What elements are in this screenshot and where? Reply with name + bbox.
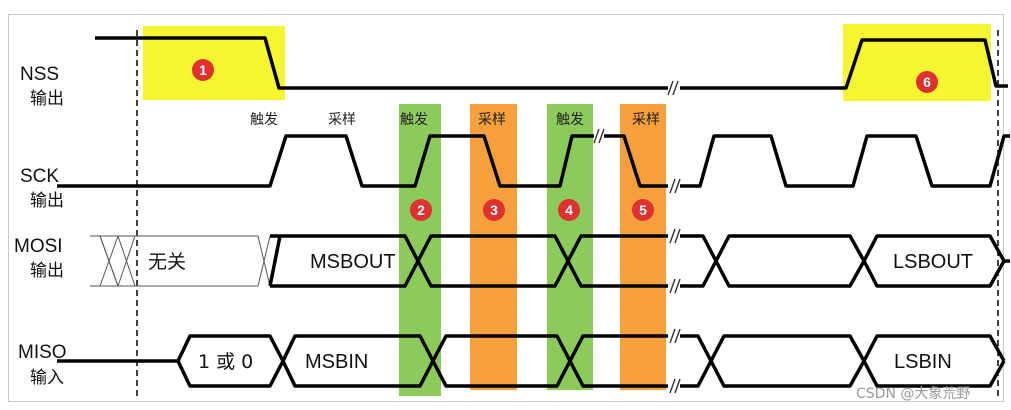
nss-label: NSS xyxy=(20,64,59,85)
step-badge-5: 5 xyxy=(632,199,654,221)
mosi-first-bit: MSBOUT xyxy=(310,251,396,273)
svg-text:3: 3 xyxy=(490,202,498,218)
sample-label-1: 采样 xyxy=(328,112,356,128)
svg-text:6: 6 xyxy=(923,74,931,90)
miso-bus xyxy=(57,328,1006,394)
miso-first-bit: MSBIN xyxy=(305,351,368,373)
sck-break-mark-1 xyxy=(593,128,605,144)
nss-break-mark xyxy=(667,80,679,96)
mosi-dontcare-text: 无关 xyxy=(148,251,186,273)
miso-label: MISO xyxy=(18,342,67,363)
trigger-label-1: 触发 xyxy=(250,112,278,128)
svg-text:4: 4 xyxy=(565,202,573,218)
sample-label-3: 采样 xyxy=(632,112,660,128)
miso-first-state: 1 或 0 xyxy=(198,351,253,373)
svg-text:5: 5 xyxy=(639,202,647,218)
step-badge-2: 2 xyxy=(410,199,432,221)
miso-last-bit: LSBIN xyxy=(894,351,952,373)
svg-text:1: 1 xyxy=(199,62,207,78)
svg-text:2: 2 xyxy=(417,202,425,218)
trigger-band-1 xyxy=(399,104,441,396)
step-badge-3: 3 xyxy=(483,199,505,221)
sample-label-2: 采样 xyxy=(478,112,506,128)
nss-end-highlight xyxy=(843,24,991,101)
step-badge-1: 1 xyxy=(192,59,214,81)
miso-direction: 输入 xyxy=(30,368,64,388)
sck-waveform xyxy=(57,134,594,188)
nss-waveform-end xyxy=(680,38,1008,90)
mosi-bus xyxy=(90,228,1010,294)
sample-band-1 xyxy=(470,104,517,390)
trigger-label-2: 触发 xyxy=(400,112,428,128)
sck-waveform-end xyxy=(680,134,1010,188)
sck-label: SCK xyxy=(20,166,59,187)
nss-direction: 输出 xyxy=(30,89,64,109)
step-badge-4: 4 xyxy=(558,199,580,221)
sck-direction: 输出 xyxy=(30,191,64,211)
step-badge-6: 6 xyxy=(916,71,938,93)
mosi-last-bit: LSBOUT xyxy=(893,251,973,273)
sck-waveform-mid xyxy=(604,134,668,188)
sck-break-mark-2 xyxy=(669,178,681,194)
mosi-label: MOSI xyxy=(14,236,63,257)
mosi-direction: 输出 xyxy=(30,261,64,281)
nss-waveform-start xyxy=(95,36,668,90)
trigger-label-3: 触发 xyxy=(556,112,584,128)
watermark-text: CSDN @大象荒野 xyxy=(856,386,970,402)
